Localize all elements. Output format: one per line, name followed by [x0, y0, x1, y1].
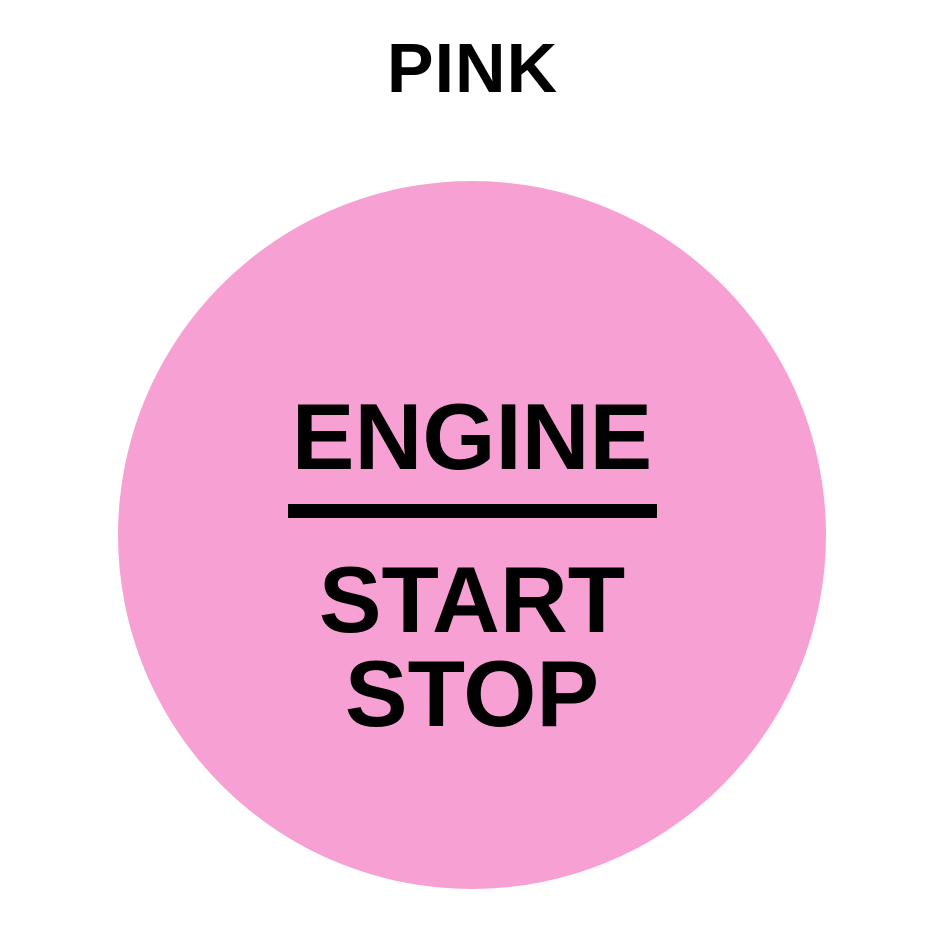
engine-label: ENGINE [291, 384, 653, 489]
divider-line [288, 504, 657, 518]
engine-start-stop-button[interactable]: ENGINE START STOP [118, 181, 826, 889]
start-stop-label: START STOP [118, 553, 826, 741]
color-title: PINK [386, 29, 559, 107]
start-label: START [318, 547, 626, 652]
stop-label: STOP [344, 641, 600, 746]
